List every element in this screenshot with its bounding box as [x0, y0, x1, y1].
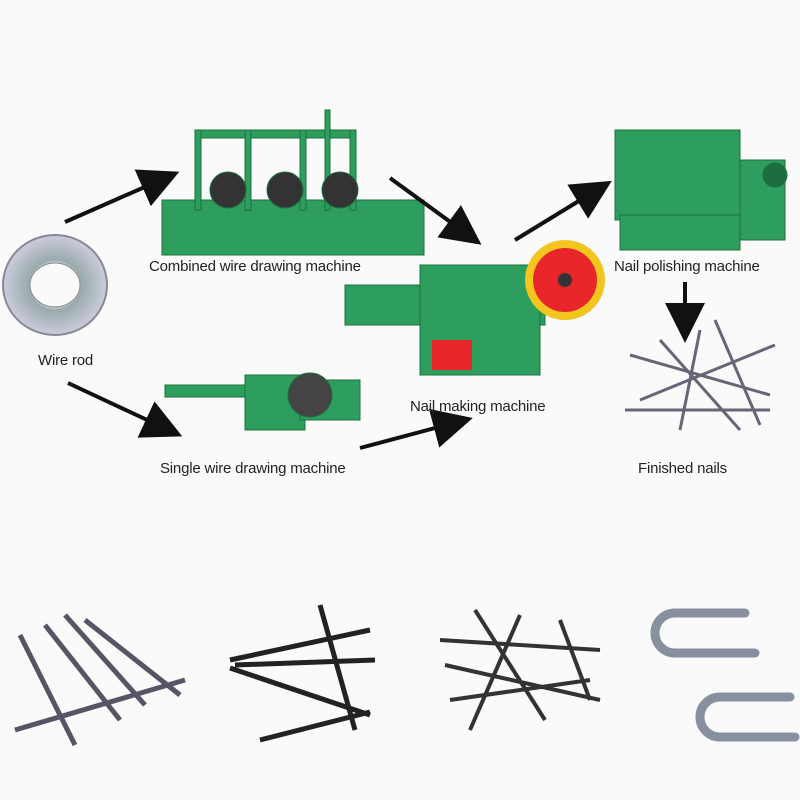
nail-polishing-machine-image — [614, 129, 788, 251]
label-wire-rod: Wire rod — [38, 352, 94, 369]
black-nails-image — [229, 604, 376, 743]
label-nail-making-machine: Nail making machine — [410, 398, 546, 415]
combined-wire-drawing-machine-image — [161, 109, 425, 256]
u-nails-image — [650, 608, 800, 742]
label-finished-nails: Finished nails — [638, 460, 727, 477]
common-nails-image — [14, 613, 186, 747]
label-combined-wire-drawing-machine: Combined wire drawing machine — [149, 258, 361, 275]
finished-nails-image — [625, 319, 776, 431]
roofing-nails-image — [439, 608, 601, 731]
label-single-wire-drawing-machine: Single wire drawing machine — [160, 460, 346, 477]
label-nail-polishing-machine: Nail polishing machine — [614, 258, 760, 275]
nail-making-machine-image — [344, 240, 605, 376]
wire-rod-image — [2, 234, 108, 336]
flow-arrows — [64, 169, 705, 450]
single-wire-drawing-machine-image — [164, 372, 361, 431]
